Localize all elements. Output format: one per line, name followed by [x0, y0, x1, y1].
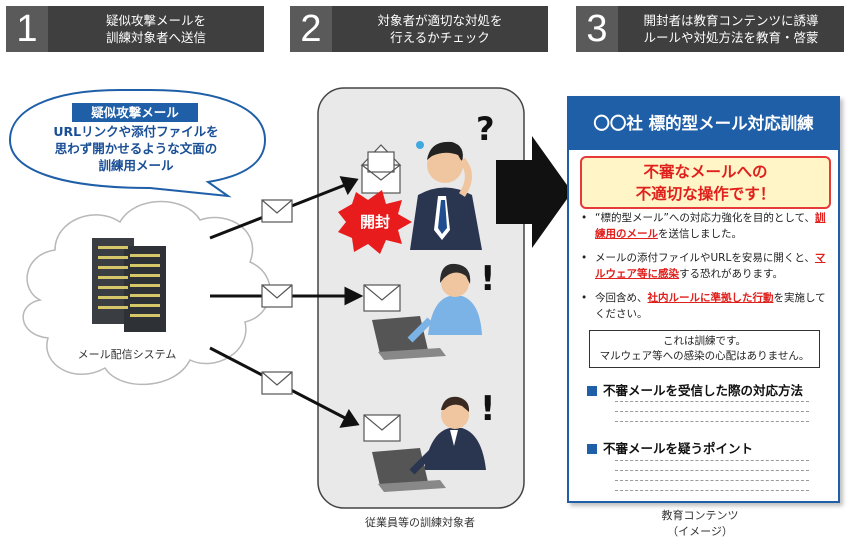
question-mark-icon: ?	[476, 110, 495, 148]
employees-label: 従業員等の訓練対象者	[365, 516, 475, 529]
envelope-icon-2	[363, 284, 401, 312]
bullet-2: • メールの添付ファイルやURLを安易に開くと、マルウェア等に感染する恐れがあり…	[581, 252, 826, 280]
bullet-1: • “標的型メール”への対応力強化を目的として、訓練用のメールを送信しました。	[581, 212, 826, 240]
placeholder-line	[615, 411, 809, 412]
man-employee-figure	[372, 396, 486, 492]
content-label: 教育コンテンツ （イメージ）	[661, 509, 739, 538]
placeholder-line	[615, 401, 809, 402]
confused-employee-figure	[410, 141, 482, 250]
square-bullet-icon	[587, 386, 597, 396]
step-3-text: 開封者は教育コンテンツに誘導 ルールや対処方法を教育・啓蒙	[618, 6, 844, 52]
step-1-text: 疑似攻撃メールを 訓練対象者へ送信	[48, 6, 264, 52]
bubble-title: 疑似攻撃メール	[72, 103, 198, 122]
opened-label: 開封	[359, 213, 390, 231]
bullet-2-emphasis: マルウェア等に感染	[595, 252, 826, 280]
bullet-3-emphasis: 社内ルールに準拠した行動	[647, 292, 774, 304]
square-bullet-icon	[587, 444, 597, 454]
panel-title: 〇〇社 標的型メール対応訓練	[569, 98, 838, 150]
envelope-icon-3	[363, 414, 401, 442]
placeholder-line	[615, 470, 809, 471]
step-3-number: 3	[576, 6, 618, 52]
envelope-icons	[261, 199, 293, 395]
placeholder-line	[615, 480, 809, 481]
placeholder-line	[615, 490, 809, 491]
bullet-1-emphasis: 訓練用のメール	[595, 212, 826, 240]
section-suspicious-points: 不審メールを疑うポイント	[587, 438, 753, 457]
woman-employee-figure	[372, 263, 482, 360]
notice-box: これは訓練です。 マルウェア等への感染の心配はありません。	[589, 330, 820, 368]
big-right-arrow	[496, 136, 572, 248]
exclamation-icon-2: !	[480, 389, 496, 429]
alert-box: 不審なメールへの 不適切な操作です！	[580, 156, 831, 209]
step-1-number: 1	[6, 6, 48, 52]
placeholder-line	[615, 421, 809, 422]
step-2-number: 2	[290, 6, 332, 52]
opened-burst-shape	[338, 190, 412, 254]
step-2-text: 対象者が適切な対処を 行えるかチェック	[332, 6, 548, 52]
placeholder-line	[615, 460, 809, 461]
exclamation-icon-1: !	[480, 259, 496, 299]
bullet-3: • 今回含め、社内ルールに準拠した行動を実施してください。	[581, 292, 826, 320]
open-envelope-icon	[360, 144, 402, 194]
server-label: メール配信システム	[77, 348, 177, 361]
server-rack-icon	[92, 238, 166, 332]
section-response-method: 不審メールを受信した際の対応方法	[587, 380, 803, 399]
bubble-text: URLリンクや添付ファイルを 思わず開かせるような文面の 訓練用メール	[53, 124, 219, 173]
education-content-panel: 〇〇社 標的型メール対応訓練 不審なメールへの 不適切な操作です！ • “標的型…	[567, 96, 840, 503]
